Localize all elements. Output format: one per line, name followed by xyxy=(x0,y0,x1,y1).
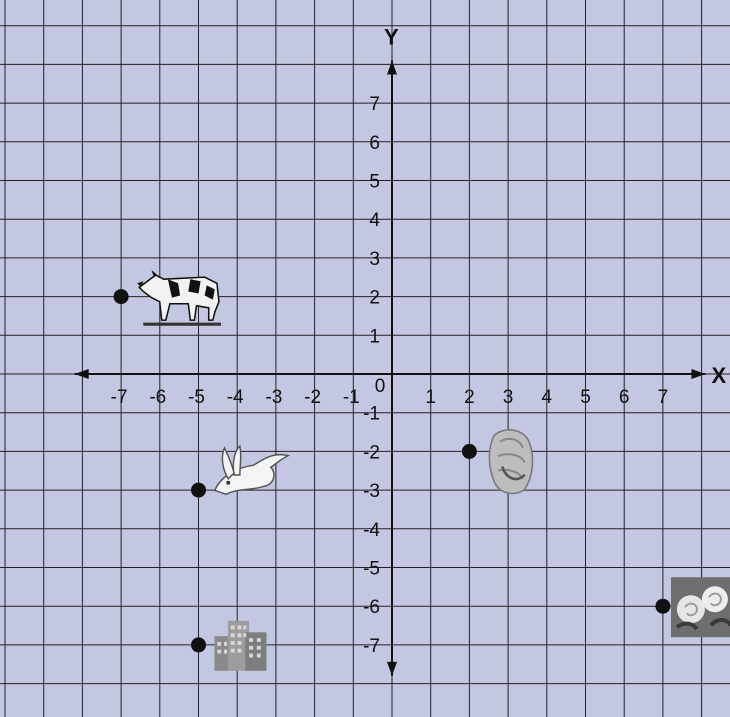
roses-icon xyxy=(671,577,730,637)
y-tick-label: 6 xyxy=(369,133,380,154)
y-tick-label: -4 xyxy=(363,520,380,541)
data-point xyxy=(191,483,206,498)
shell-icon xyxy=(489,430,532,494)
x-tick-label: 2 xyxy=(464,387,475,408)
data-point xyxy=(114,289,129,304)
x-tick-label: -1 xyxy=(343,387,360,408)
y-tick-label: 2 xyxy=(369,288,380,309)
y-tick-label: 3 xyxy=(369,249,380,270)
y-axis-label: Y xyxy=(384,25,399,50)
x-tick-label: -2 xyxy=(304,387,321,408)
x-tick-label: -5 xyxy=(188,387,205,408)
x-tick-label: 1 xyxy=(425,387,436,408)
x-tick-label: 0 xyxy=(375,376,386,397)
x-tick-label: -6 xyxy=(149,387,166,408)
x-tick-label: -4 xyxy=(227,387,244,408)
y-tick-label: -1 xyxy=(363,404,380,425)
x-tick-label: 6 xyxy=(619,387,630,408)
y-tick-label: 7 xyxy=(369,94,380,115)
x-tick-label: 5 xyxy=(580,387,591,408)
x-tick-label: -7 xyxy=(111,387,128,408)
x-tick-label: 4 xyxy=(542,387,553,408)
x-tick-label: 3 xyxy=(503,387,514,408)
x-tick-label: -3 xyxy=(265,387,282,408)
y-tick-label: -7 xyxy=(363,636,380,657)
data-point xyxy=(655,599,670,614)
y-tick-label: -6 xyxy=(363,597,380,618)
data-point xyxy=(462,444,477,459)
x-tick-label: 7 xyxy=(658,387,669,408)
data-point xyxy=(191,637,206,652)
y-tick-label: 5 xyxy=(369,172,380,193)
y-tick-label: 4 xyxy=(369,210,380,231)
y-tick-label: -5 xyxy=(363,559,380,580)
y-tick-label: 1 xyxy=(369,326,380,347)
y-tick-label: -2 xyxy=(363,442,380,463)
y-tick-label: -3 xyxy=(363,481,380,502)
x-axis-label: X xyxy=(711,363,726,388)
